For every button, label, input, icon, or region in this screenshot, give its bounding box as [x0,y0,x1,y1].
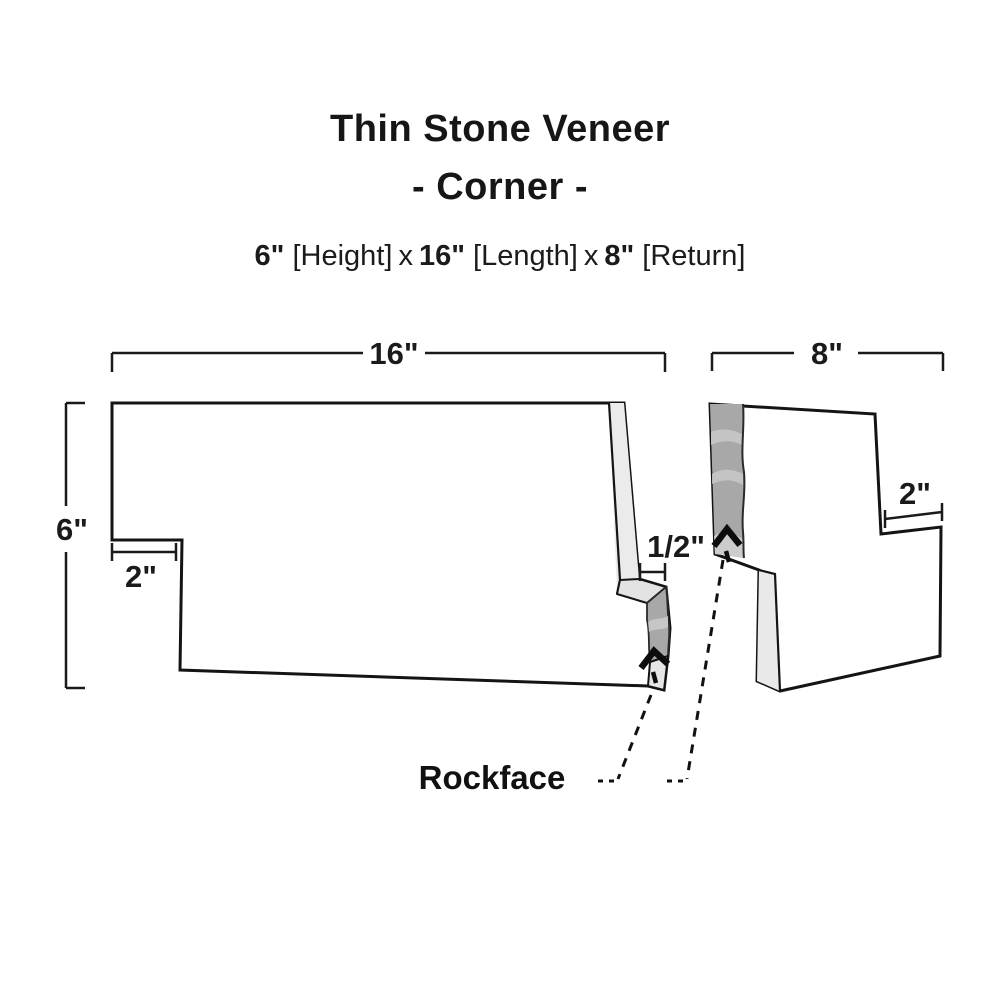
dimension-lines [64,351,945,690]
dim-length-line [110,351,667,372]
length-value: 16" [418,240,465,272]
dim-notch-right-line [883,503,944,528]
dim-height-line [64,401,85,690]
return-sawn-edge-strip [757,570,780,691]
dim-length-label: 16" [369,336,418,371]
rockface-label: Rockface [419,759,566,796]
rockface-leader-right [685,559,725,780]
dim-notch-left-label: 2" [125,559,157,594]
front-chevron-tick-icon [650,671,659,684]
return-rockface-edge-line [741,403,746,559]
height-unit-label: [Height] [292,240,393,272]
return-rockface-highlight-2 [712,469,743,485]
dim-step-line [638,563,667,581]
front-sawn-edge-strip [609,403,639,594]
front-chevron-mark-icon [638,646,671,670]
rockface-leader-left [616,694,653,780]
return-unit-label: [Return] [642,240,746,272]
front-panel-outline [110,401,672,692]
page-title: Thin Stone Veneer [329,108,671,150]
height-value: 6" [254,240,285,272]
dim-notch-right-label: 2" [899,476,931,511]
return-chevron-tick-icon [723,550,732,563]
front-panel [110,401,672,692]
return-sawn-edge-line [758,568,782,692]
return-rockface-highlight-1 [711,429,742,445]
return-panel-outline [708,402,943,693]
dim-return-line [710,351,945,371]
return-value: 8" [604,240,635,272]
dim-height-label: 6" [56,512,88,547]
times-separator-2: x [583,240,599,272]
dim-return-label: 8" [811,336,843,371]
times-separator: x [398,240,413,272]
page-subtitle-corner: - Corner - [412,166,588,208]
front-rockface-highlight [648,616,668,632]
dim-step-label: 1/2" [647,529,705,564]
return-panel [708,402,943,693]
length-unit-label: [Length] [473,240,578,272]
rockface-callout [595,559,725,783]
dim-notch-left-line [110,543,178,561]
return-chevron-mark-icon [711,523,743,548]
